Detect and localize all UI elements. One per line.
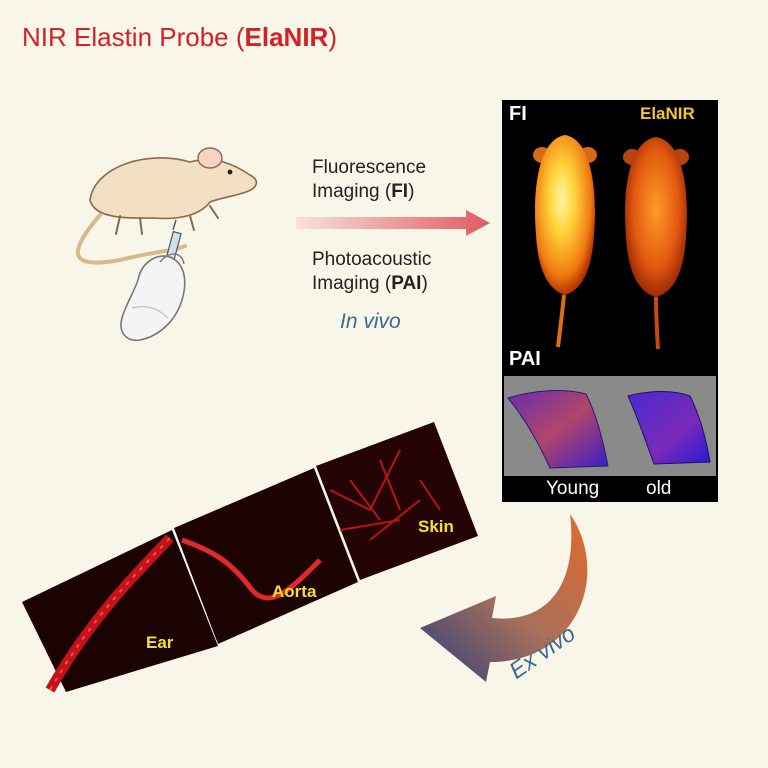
- pai-panel-label: PAI: [509, 348, 541, 370]
- fi-panel-label: FI: [509, 103, 527, 125]
- gloved-hand-syringe-icon: [120, 219, 186, 342]
- fi-method-label: Fluorescence Imaging (FI): [312, 157, 427, 202]
- curved-return-arrow: [420, 514, 588, 682]
- figure-title: NIR Elastin Probe (ElaNIR): [22, 22, 338, 52]
- ear-tile: [22, 530, 218, 693]
- in-vivo-label: In vivo: [340, 310, 401, 333]
- right-arrow: [296, 210, 490, 236]
- ear-label: Ear: [146, 633, 174, 652]
- pai-method-label: Photoacoustic Imaging (PAI): [312, 249, 432, 294]
- ex-vivo-tiles: [22, 422, 478, 693]
- fluorescence-mice-image: [533, 135, 689, 350]
- skin-tile: [316, 422, 478, 580]
- young-label: Young: [546, 478, 600, 499]
- skin-label: Skin: [418, 517, 454, 536]
- photoacoustic-surfaces: [507, 390, 711, 469]
- aorta-label: Aorta: [272, 582, 317, 601]
- mouse-illustration: [76, 147, 258, 342]
- probe-panel-label: ElaNIR: [640, 104, 695, 123]
- old-label: old: [646, 478, 672, 499]
- aorta-tile: [174, 468, 358, 644]
